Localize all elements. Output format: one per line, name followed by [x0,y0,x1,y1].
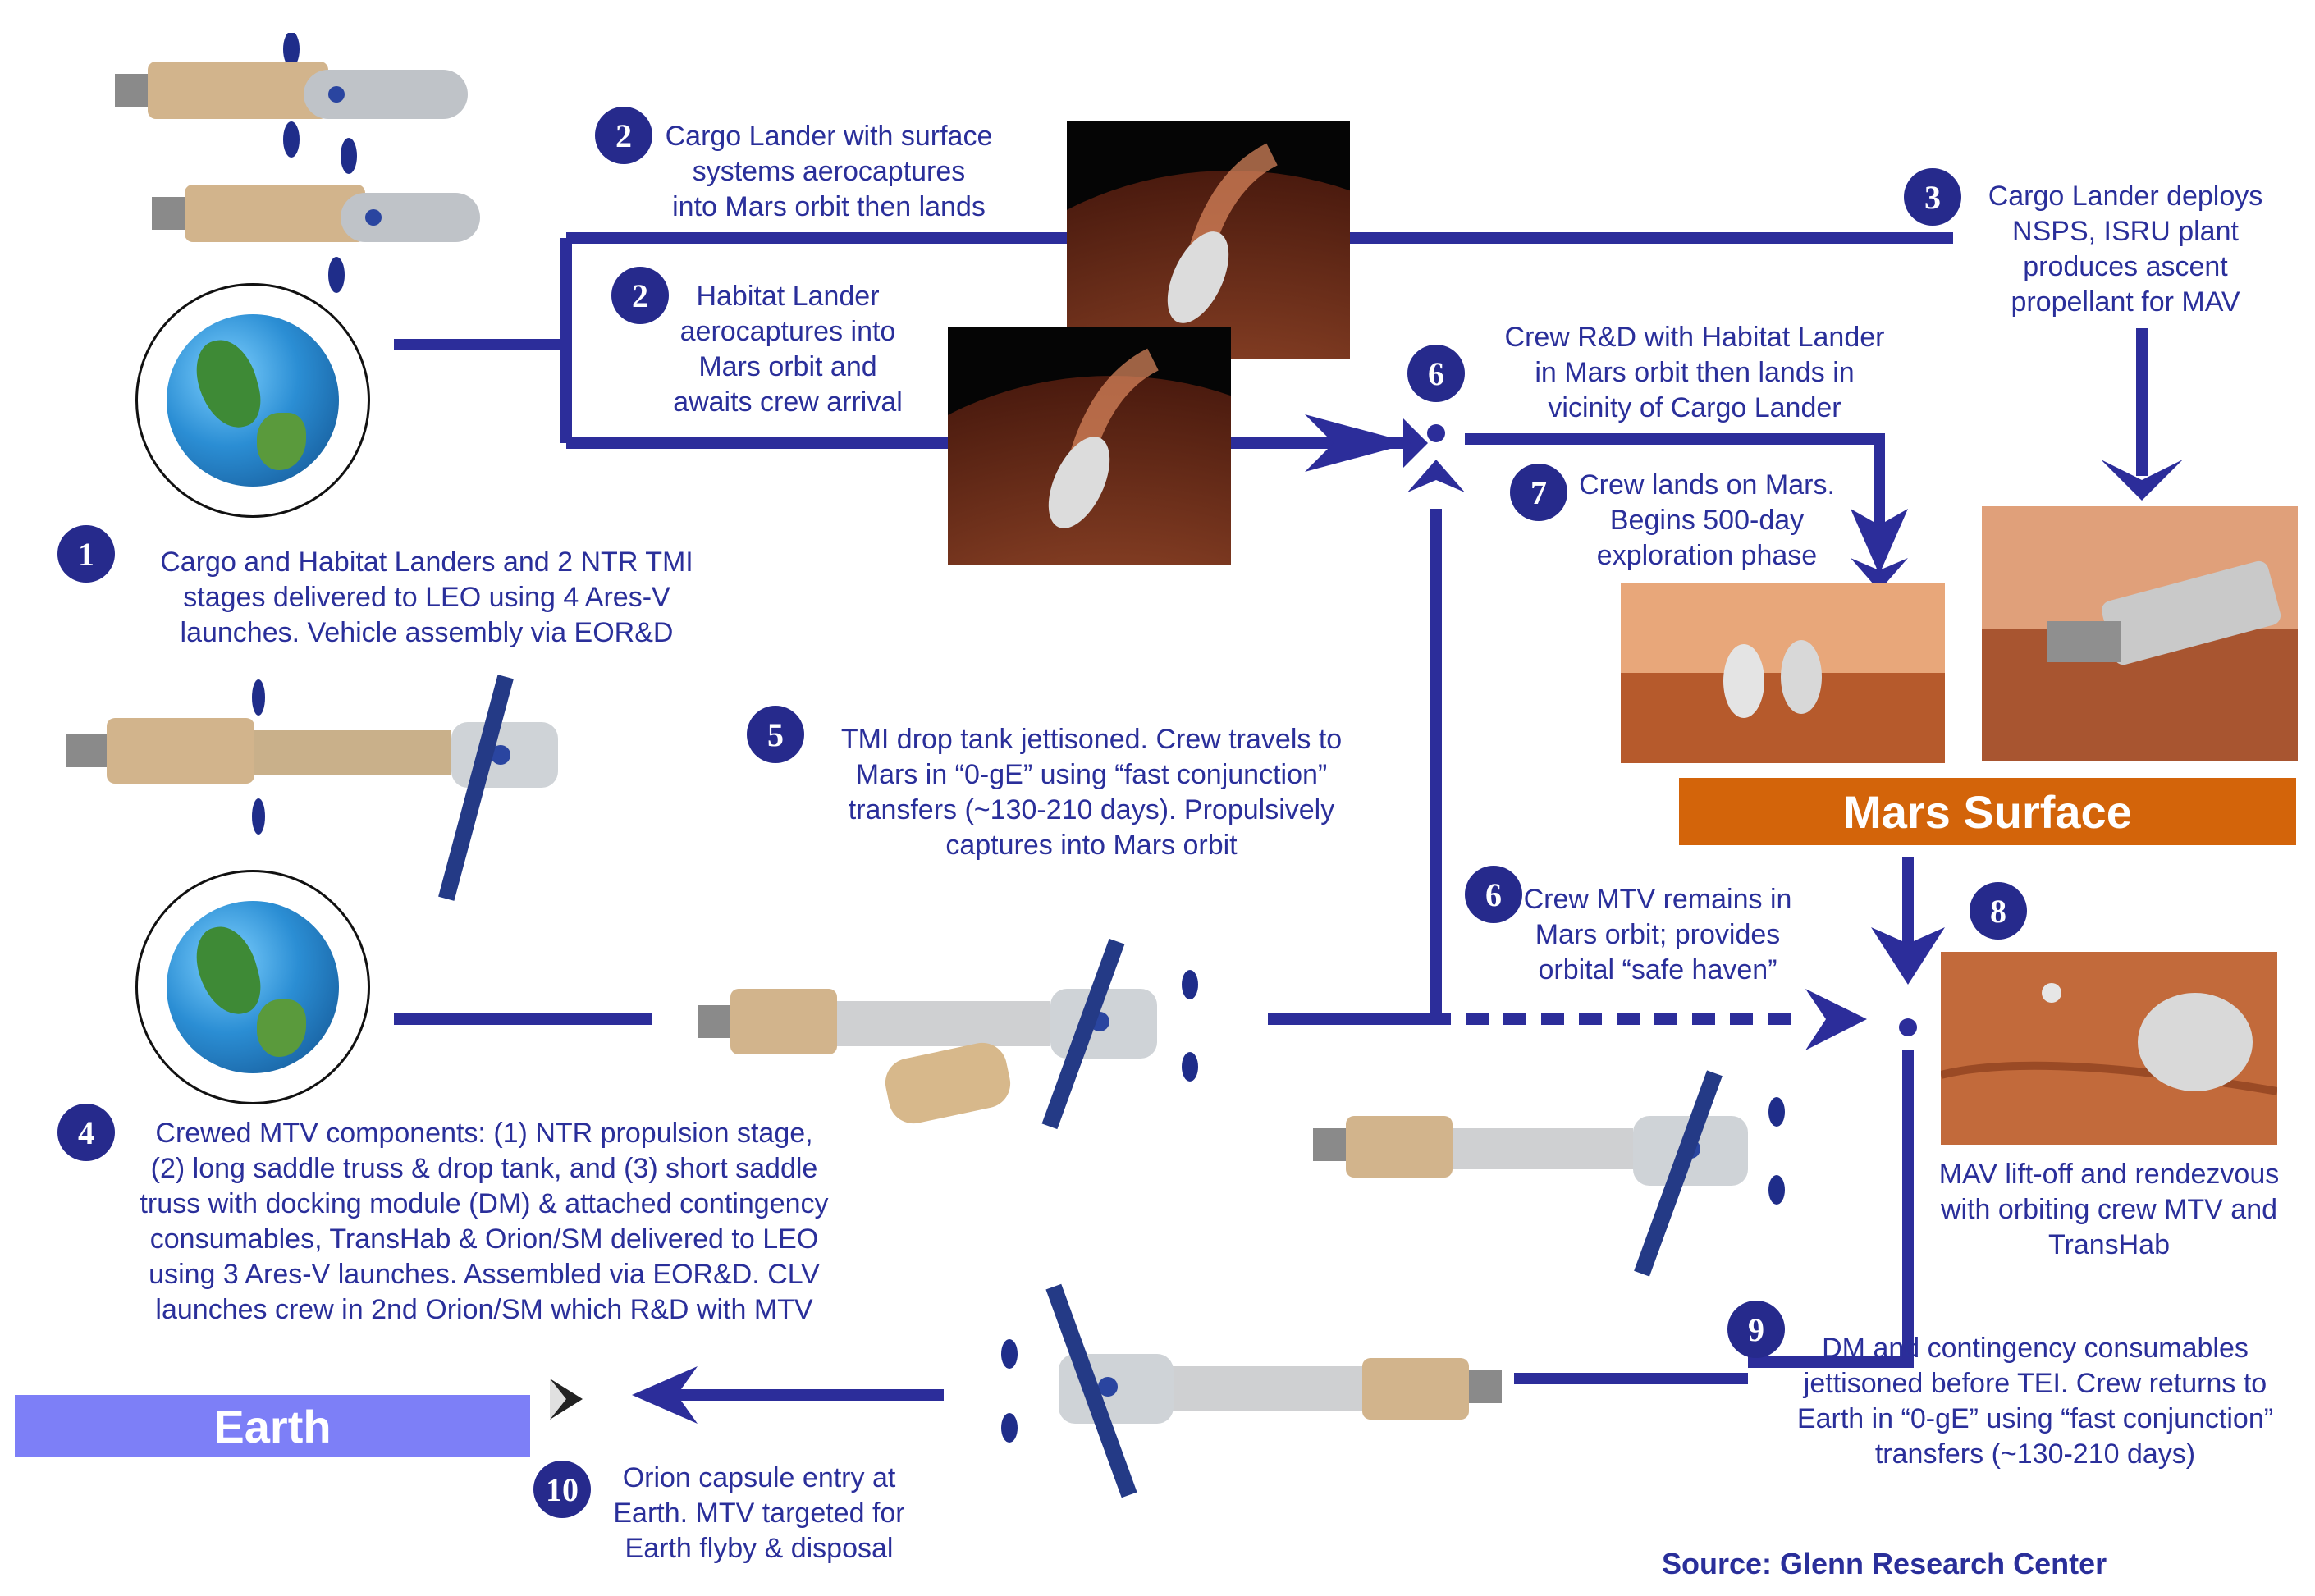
text-line: systems aerocaptures [692,156,966,187]
text-line: captures into Mars orbit [945,830,1238,861]
step-1-text: Cargo and Habitat Landers and 2 NTR TMI … [131,545,722,651]
step-number-badge: 4 [57,1104,115,1161]
step-2-habitat-text: Habitat Lander aerocaptures into Mars or… [657,279,919,420]
step-6-crew-rd-text: Crew R&D with Habitat Lander in Mars orb… [1477,320,1912,426]
text-line: Habitat Lander [696,281,880,312]
text-line: propellant for MAV [2011,286,2240,318]
text-line: Cargo Lander with surface [665,121,993,152]
text-line: Mars orbit and [698,351,877,382]
text-line: Crewed MTV components: (1) NTR propulsio… [155,1118,813,1149]
text-line: vicinity of Cargo Lander [1548,392,1841,423]
earth-globe-bottom [135,870,370,1104]
ntr-stage-image [115,33,480,293]
text-line: orbital “safe haven” [1538,954,1777,985]
text-line: Mars in “0-gE” using “fast conjunction” [855,759,1328,790]
step-4-text: Crewed MTV components: (1) NTR propulsio… [98,1116,870,1328]
text-line: Mars orbit; provides [1535,919,1781,950]
earth-label: Earth [15,1395,530,1457]
text-line: Crew R&D with Habitat Lander [1504,322,1885,353]
cargo-lander-aerocapture-image [1067,121,1350,359]
text-line: transfers (~130-210 days). Propulsively [848,794,1335,825]
text-line: TMI drop tank jettisoned. Crew travels t… [840,724,1343,755]
earth-globe-image [167,901,339,1073]
text-line: Cargo Lander deploys [1988,181,2263,212]
text-line: with orbiting crew MTV and [1940,1194,2278,1225]
text-line: produces ascent [2023,251,2228,282]
earth-globe-image [167,314,339,487]
orion-capsule-icon [550,1379,583,1420]
text-line: Crew MTV remains in [1523,884,1792,915]
text-line: using 3 Ares-V launches. Assembled via E… [149,1259,820,1290]
step-number-badge: 5 [747,706,804,763]
step-9-text: DM and contingency consumables jettisone… [1773,1331,2298,1472]
step-7-text: Crew lands on Mars. Begins 500-day explo… [1567,468,1846,574]
mtv-mars-orbit-image [1313,1070,1785,1277]
source-credit: Source: Glenn Research Center [1662,1547,2107,1580]
mars-surface-label: Mars Surface [1679,778,2296,845]
mtv-return-earth-image [1001,1283,1502,1498]
earth-globe-top [135,283,370,518]
text-line: stages delivered to LEO using 4 Ares-V [183,582,670,613]
text-line: Earth flyby & disposal [625,1533,894,1564]
text-line: (2) long saddle truss & drop tank, and (… [150,1153,818,1184]
mtv-trans-mars-image [698,938,1198,1130]
text-line: transfers (~130-210 days) [1874,1438,2196,1470]
text-line: truss with docking module (DM) & attache… [140,1188,829,1219]
text-line: DM and contingency consumables [1822,1333,2249,1364]
step-6-mtv-orbit-text: Crew MTV remains in Mars orbit; provides… [1510,882,1805,988]
step-number-badge: 6 [1407,345,1465,402]
step-number-badge: 2 [595,107,652,164]
text-line: NSPS, ISRU plant [2012,216,2239,247]
text-line: aerocaptures into [679,316,896,347]
text-line: Crew lands on Mars. [1579,469,1835,501]
crew-on-mars-surface-image [1621,583,1945,763]
text-line: launches crew in 2nd Orion/SM which R&D … [155,1294,813,1325]
step-5-text: TMI drop tank jettisoned. Crew travels t… [804,722,1379,863]
text-line: exploration phase [1596,540,1818,571]
text-line: MAV lift-off and rendezvous [1938,1159,2280,1190]
mav-liftoff-image [1941,952,2277,1145]
habitat-lander-aerocapture-image [948,327,1231,565]
text-line: in Mars orbit then lands in [1535,357,1855,388]
cargo-lander-surface-image [1982,506,2298,761]
text-line: Begins 500-day [1609,505,1805,536]
text-line: consumables, TransHab & Orion/SM deliver… [149,1223,819,1255]
step-2-cargo-text: Cargo Lander with surface systems aeroca… [640,119,1018,225]
text-line: awaits crew arrival [673,386,903,418]
text-line: launches. Vehicle assembly via EOR&D [180,617,674,648]
step-number-badge: 8 [1970,882,2027,940]
mtv-assembly-leo-image [66,675,558,901]
step-number-badge: 7 [1510,464,1567,521]
text-line: into Mars orbit then lands [672,191,986,222]
text-line: TransHab [2047,1229,2171,1260]
text-line: Orion capsule entry at [622,1462,896,1493]
text-line: Earth. MTV targeted for [613,1498,905,1529]
step-8-text: MAV lift-off and rendezvous with orbitin… [1920,1157,2298,1263]
step-number-badge: 2 [611,267,669,324]
text-line: Cargo and Habitat Landers and 2 NTR TMI [160,546,693,578]
step-3-text: Cargo Lander deploys NSPS, ISRU plant pr… [1961,179,2290,320]
step-10-text: Orion capsule entry at Earth. MTV target… [595,1461,923,1566]
step-number-badge: 9 [1727,1301,1785,1358]
step-number-badge: 10 [533,1461,591,1518]
text-line: Earth in “0-gE” using “fast conjunction” [1796,1403,2274,1434]
step-number-badge: 3 [1904,168,1961,226]
step-number-badge: 6 [1465,866,1522,923]
text-line: jettisoned before TEI. Crew returns to [1803,1368,2267,1399]
step-number-badge: 1 [57,525,115,583]
